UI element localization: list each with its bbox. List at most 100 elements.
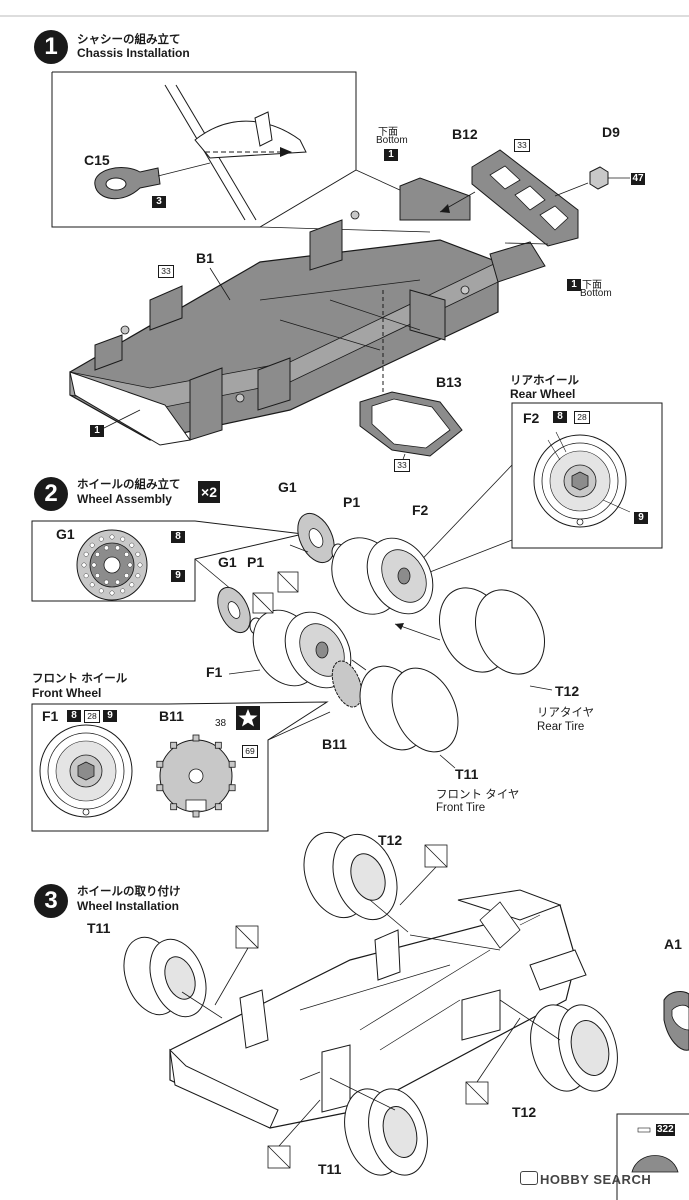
part-label-t12-right: T12 bbox=[512, 1104, 537, 1120]
rear-tire-label-jp: リアタイヤ bbox=[537, 707, 595, 719]
bottom-badge-2: 1 bbox=[567, 279, 581, 291]
part-label-f2-detail: F2 bbox=[523, 410, 540, 426]
disc-vent-hole bbox=[83, 551, 89, 557]
bottom-label-en-1: Bottom bbox=[376, 135, 408, 146]
part-label-b11-detail: B11 bbox=[159, 708, 184, 724]
disc-vent-hole bbox=[115, 579, 120, 585]
disc-vent-hole bbox=[91, 562, 97, 568]
paint-inset-frame bbox=[616, 1113, 689, 1200]
part-label-t11: T11 bbox=[455, 766, 479, 782]
disc-vent-hole bbox=[129, 542, 135, 548]
disc-vent-hole bbox=[137, 562, 143, 568]
disc-vent-hole bbox=[129, 582, 135, 588]
disc-vent-hole bbox=[104, 545, 109, 551]
step-3-title-en: Wheel Installation bbox=[77, 899, 180, 913]
part-label-t11-left: T11 bbox=[87, 920, 111, 936]
disc-vent-hole bbox=[124, 573, 129, 578]
exploded-wheels bbox=[217, 512, 553, 769]
cement-icon-step2 bbox=[252, 571, 299, 614]
part-label-g1-lower: G1 bbox=[218, 554, 237, 570]
disc-vent-hole bbox=[81, 562, 87, 568]
part-label-f2: F2 bbox=[412, 502, 429, 518]
part-label-g1-detail: G1 bbox=[56, 526, 75, 542]
part-label-d9: D9 bbox=[602, 124, 620, 140]
watermark: HOBBY SEARCH bbox=[520, 1171, 651, 1187]
cement-icons-step3 bbox=[214, 844, 521, 1169]
disc-vent-hole bbox=[120, 588, 126, 594]
part-label-b1: B1 bbox=[196, 250, 214, 266]
disc-vent-hole bbox=[104, 579, 109, 585]
color-badge-d9: 47 bbox=[631, 173, 645, 185]
part-label-g1-top: G1 bbox=[278, 479, 297, 495]
step-2-title-en: Wheel Assembly bbox=[77, 492, 172, 506]
color-badge-b12: 33 bbox=[514, 139, 530, 152]
gear-tooth bbox=[228, 784, 236, 792]
color-badge-front-9: 9 bbox=[103, 710, 117, 722]
front-tire-label-jp: フロント タイヤ bbox=[436, 789, 520, 801]
star-badge bbox=[236, 706, 260, 730]
color-badge-g1-8: 8 bbox=[171, 531, 185, 543]
part-a1-shape bbox=[663, 991, 689, 1051]
disc-vent-hole bbox=[89, 542, 95, 548]
disc-vent-hole bbox=[95, 573, 100, 578]
part-label-t11-bottom: T11 bbox=[318, 1161, 342, 1177]
disc-vent-hole bbox=[124, 552, 129, 557]
part-b13-shape bbox=[359, 391, 463, 463]
rear-wheel-label-en: Rear Wheel bbox=[510, 387, 576, 401]
bottom-label-jp-2: 下面 bbox=[582, 280, 602, 291]
disc-vent-hole bbox=[135, 551, 141, 557]
color-badge-front-28: 28 bbox=[84, 710, 100, 723]
b11-detail-art bbox=[156, 734, 236, 818]
g1-detail-disc bbox=[76, 529, 148, 601]
part-label-c15: C15 bbox=[84, 152, 110, 168]
color-badge-b11-69: 69 bbox=[242, 745, 258, 758]
step-1-title-jp: シャシーの組み立て bbox=[77, 34, 181, 46]
part-d9-shape bbox=[554, 166, 630, 197]
part-b12-shape bbox=[439, 149, 579, 247]
part-c15-shape bbox=[94, 162, 211, 200]
bottom-label-jp-1: 下面 bbox=[378, 127, 398, 138]
disc-vent-hole bbox=[109, 534, 115, 540]
gear-tooth bbox=[214, 803, 222, 811]
part-label-t12-top: T12 bbox=[378, 832, 403, 848]
gear-tooth bbox=[170, 803, 178, 811]
step-3-number: 3 bbox=[34, 884, 68, 918]
disc-vent-hole bbox=[120, 536, 126, 542]
color-code-b11-38: 38 bbox=[215, 718, 227, 729]
front-wheel-label-en: Front Wheel bbox=[32, 686, 102, 700]
color-badge-c15: 3 bbox=[152, 196, 166, 208]
part-label-b11: B11 bbox=[322, 736, 347, 752]
step-3-title-jp: ホイールの取り付け bbox=[77, 886, 181, 898]
part-label-t12: T12 bbox=[555, 683, 580, 699]
watermark-logo-icon bbox=[520, 1171, 538, 1185]
tires-step3 bbox=[123, 831, 618, 1176]
front-wheel-detail-art bbox=[39, 724, 133, 818]
disc-vent-hole bbox=[95, 552, 100, 557]
quantity-multiplier-badge: ×2 bbox=[198, 481, 220, 503]
color-badge-front-8: 8 bbox=[67, 710, 81, 722]
disc-vent-hole bbox=[98, 536, 104, 542]
color-badge-b1: 33 bbox=[158, 265, 174, 278]
color-badge-b13: 33 bbox=[394, 459, 410, 472]
gear-tooth bbox=[156, 760, 164, 768]
gear-tooth bbox=[156, 784, 164, 792]
color-badge-rear-28: 28 bbox=[574, 411, 590, 424]
color-badge-g1-9: 9 bbox=[171, 570, 185, 582]
color-badge-b1-bottom: 1 bbox=[90, 425, 104, 437]
color-badge-rear-8: 8 bbox=[553, 411, 567, 423]
rear-tire-label-en: Rear Tire bbox=[537, 721, 585, 733]
car-body-step3 bbox=[169, 889, 587, 1129]
disc-vent-hole bbox=[127, 562, 133, 568]
gear-tooth bbox=[192, 810, 200, 818]
gear-tooth bbox=[214, 741, 222, 749]
front-tire-label-en: Front Tire bbox=[436, 802, 486, 814]
step-1-title-en: Chassis Installation bbox=[77, 46, 190, 60]
star-icon bbox=[238, 709, 258, 727]
disc-vent-hole bbox=[89, 582, 95, 588]
part-label-b12: B12 bbox=[452, 126, 478, 142]
part-label-a1: A1 bbox=[664, 936, 682, 952]
step-2-number: 2 bbox=[34, 477, 68, 511]
disc-vent-hole bbox=[83, 573, 89, 579]
